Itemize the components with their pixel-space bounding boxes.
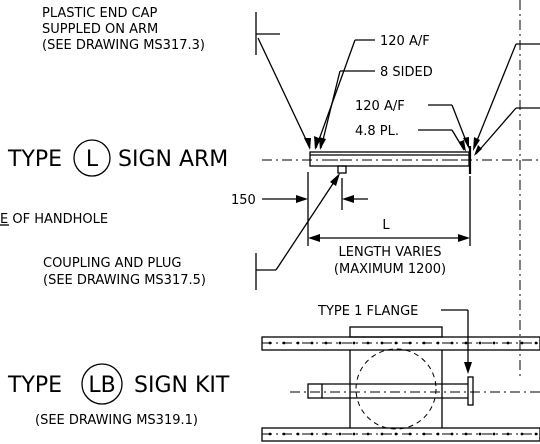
- bottom-rail-hole: [324, 432, 328, 436]
- top-rail-hole: [282, 341, 286, 345]
- top-rail-hole: [520, 341, 524, 345]
- bottom-rail-hole: [520, 432, 524, 436]
- top-rail-hole: [408, 341, 412, 345]
- top-rail-hole: [534, 341, 538, 345]
- kit-flange: [467, 376, 474, 406]
- bottom-rail-hole: [534, 432, 538, 436]
- sign-kit-plan: [261, 326, 540, 442]
- top-rail-hole: [268, 341, 272, 345]
- sign-kit-title: TYPE LB SIGN KIT (SEE DRAWING MS319.1): [7, 363, 230, 428]
- flange-label: TYPE 1 FLANGE: [317, 304, 418, 319]
- eight-sided-callout: 8 SIDED: [319, 65, 433, 150]
- top-rail-hole: [380, 341, 384, 345]
- bottom-rail-hole: [492, 432, 496, 436]
- length-note-line2: (MAXIMUM 1200): [334, 262, 446, 277]
- af-top-callout: 120 A/F: [314, 34, 430, 150]
- right-lower-leader: [475, 107, 517, 155]
- kit-arm-stub: [307, 383, 323, 399]
- length-symbol: L: [382, 218, 390, 233]
- sign-arm-type-circle: [73, 139, 111, 177]
- bottom-rail-hole: [282, 432, 286, 436]
- length-note-line1: LENGTH VARIES: [339, 245, 442, 260]
- top-rail-hole: [394, 341, 398, 345]
- top-rail-hole: [492, 341, 496, 345]
- bottom-rail-hole: [450, 432, 454, 436]
- bottom-rail-hole: [310, 432, 314, 436]
- coupling-label-line2: (SEE DRAWING MS317.5): [43, 273, 206, 288]
- bottom-rail-hole: [352, 432, 356, 436]
- offset-dimension: 150: [231, 172, 368, 246]
- bottom-rail-hole: [506, 432, 510, 436]
- plate-leader: [451, 129, 465, 151]
- af-top-leader: [315, 39, 356, 149]
- sign-arm-title: TYPE L SIGN ARM: [7, 139, 228, 177]
- pole-outline: [355, 348, 437, 430]
- top-rail-hole: [478, 341, 482, 345]
- bottom-rail-hole: [380, 432, 384, 436]
- bottom-rail-hole: [422, 432, 426, 436]
- af-plate-callout: 120 A/F: [355, 99, 469, 149]
- plate-label: 4.8 PL.: [355, 124, 399, 139]
- top-rail-hole: [352, 341, 356, 345]
- af-plate-arrowhead: [463, 137, 469, 149]
- sign-kit-type-circle: [81, 363, 123, 405]
- sign-arm-elevation: [262, 0, 540, 380]
- bottom-rail-hole: [338, 432, 342, 436]
- top-mount-block: [349, 326, 443, 338]
- end-cap-label-line2: SUPPLED ON ARM: [42, 22, 158, 37]
- length-dimension: L LENGTH VARIES (MAXIMUM 1200): [308, 176, 471, 277]
- bottom-rail-hole: [296, 432, 300, 436]
- end-cap-leader: [257, 37, 311, 149]
- bottom-rail-hole: [394, 432, 398, 436]
- bottom-rail-hole: [366, 432, 370, 436]
- top-rail-hole: [464, 341, 468, 345]
- top-rail-hole: [310, 341, 314, 345]
- bottom-rail-hole: [408, 432, 412, 436]
- bottom-rail-hole: [464, 432, 468, 436]
- plate-callout: 4.8 PL.: [355, 124, 466, 152]
- sign-arm-type-word: TYPE: [7, 147, 62, 172]
- eight-sided-arrowhead: [319, 137, 326, 150]
- end-cap-label-line1: PLASTIC END CAP: [42, 6, 158, 21]
- sign-kit-type-code: LB: [88, 373, 115, 398]
- coupling-callout: COUPLING AND PLUG (SEE DRAWING MS317.5): [43, 173, 340, 290]
- plate-arrowhead: [459, 140, 466, 152]
- offset-value: 150: [231, 193, 256, 208]
- bottom-rail-hole: [268, 432, 272, 436]
- top-rail-hole: [338, 341, 342, 345]
- af-top-label: 120 A/F: [380, 34, 430, 49]
- af-plate-label: 120 A/F: [355, 99, 405, 114]
- sign-kit-reference: (SEE DRAWING MS319.1): [35, 413, 198, 428]
- sign-arm-type-name: SIGN ARM: [118, 147, 228, 172]
- top-rail-hole: [366, 341, 370, 345]
- eight-sided-leader: [320, 70, 341, 149]
- handhole-note: E OF HANDHOLE: [0, 212, 108, 227]
- top-rail-hole: [436, 341, 440, 345]
- coupling-stub: [337, 165, 347, 174]
- end-cap-callout: PLASTIC END CAP SUPPLED ON ARM (SEE DRAW…: [42, 6, 311, 150]
- bottom-rail-hole: [436, 432, 440, 436]
- eight-sided-label: 8 SIDED: [380, 65, 433, 80]
- end-cap-arrowhead: [304, 138, 311, 150]
- coupling-leader: [275, 175, 339, 271]
- handhole-label: E OF HANDHOLE: [0, 212, 108, 227]
- right-edge-leaders: [473, 43, 540, 156]
- top-rail-hole: [324, 341, 328, 345]
- sign-arm-type-code: L: [86, 147, 99, 172]
- top-rail-hole: [296, 341, 300, 345]
- coupling-label-line1: COUPLING AND PLUG: [43, 256, 181, 271]
- top-rail-hole: [450, 341, 454, 345]
- arm-tube: [309, 151, 470, 167]
- top-rail-hole: [422, 341, 426, 345]
- right-upper-leader: [473, 43, 517, 149]
- end-cap-label-line3: (SEE DRAWING MS317.3): [42, 38, 205, 53]
- bottom-rail-hole: [478, 432, 482, 436]
- flange-callout: TYPE 1 FLANGE: [317, 304, 472, 374]
- top-rail-hole: [506, 341, 510, 345]
- sign-kit-type-word: TYPE: [7, 373, 62, 398]
- sign-kit-type-name: SIGN KIT: [134, 373, 230, 398]
